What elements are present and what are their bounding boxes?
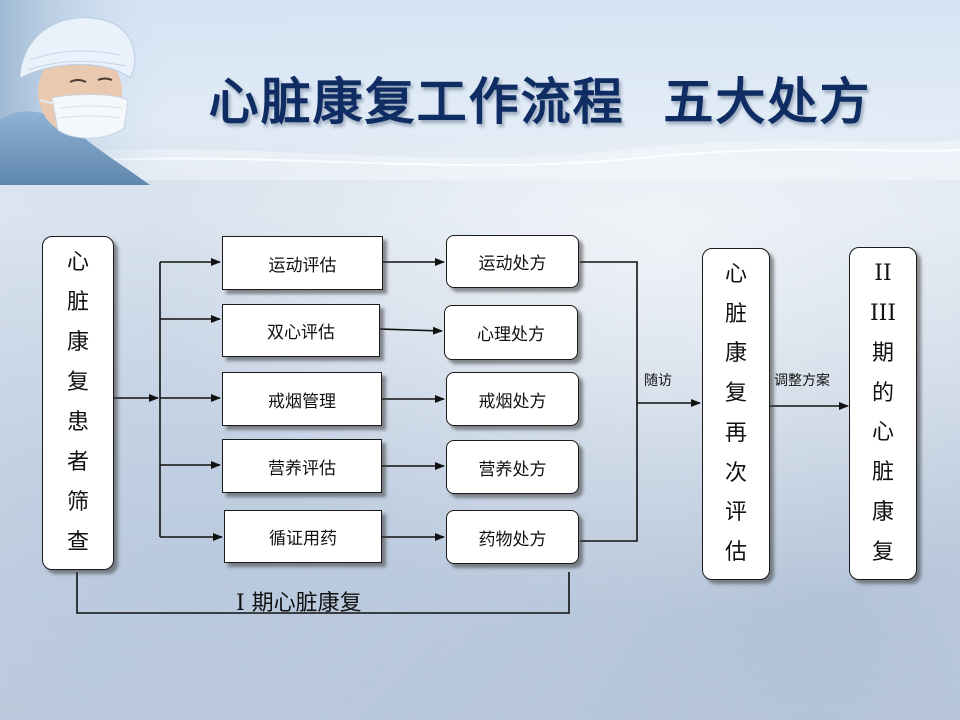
screening-char: 脏 <box>66 290 89 315</box>
assessment-box-smoking: 戒烟管理 <box>222 372 382 426</box>
prescription-label: 心理处方 <box>477 325 545 345</box>
reassessment-char: 评 <box>724 500 747 526</box>
banner-wave <box>0 140 960 180</box>
screening-char: 康 <box>66 330 89 355</box>
followup-label: 随访 <box>644 373 672 389</box>
assessment-label: 运动评估 <box>268 255 337 276</box>
reassessment-char: 次 <box>724 460 747 486</box>
reassessment-char: 心 <box>724 261 747 287</box>
assessment-label: 戒烟管理 <box>268 391 336 412</box>
phase23-char: III <box>869 300 897 326</box>
screening-box: 心 脏 康 复 患 者 筛 查 <box>42 236 114 570</box>
reassessment-char: 再 <box>724 420 747 446</box>
prescription-label: 营养处方 <box>478 459 547 480</box>
page-title: 心脏康复工作流程 五大处方 <box>208 73 872 131</box>
prescription-label: 戒烟处方 <box>478 391 547 412</box>
phase23-char: II <box>874 260 892 286</box>
prescription-box-psycho: 心理处方 <box>444 305 578 360</box>
reassessment-box: 心 脏 康 复 再 次 评 估 <box>702 248 770 580</box>
prescription-label: 运动处方 <box>478 254 547 274</box>
assessment-label: 双心评估 <box>267 323 335 343</box>
surgeon-photo <box>0 0 170 185</box>
reassessment-char: 康 <box>724 341 747 367</box>
phase23-char: 脏 <box>871 460 894 486</box>
phase23-char: 复 <box>871 540 894 566</box>
phase23-box: II III 期 的 心 脏 康 复 <box>849 247 917 580</box>
prescription-box-nutrition: 营养处方 <box>446 440 579 494</box>
assessment-box-medication: 循证用药 <box>224 510 382 563</box>
prescription-label: 药物处方 <box>478 529 547 550</box>
assessment-label: 循证用药 <box>269 529 337 549</box>
screening-char: 复 <box>66 370 89 395</box>
reassessment-char: 复 <box>724 381 747 407</box>
phase23-char: 的 <box>871 380 894 406</box>
assessment-box-exercise: 运动评估 <box>222 236 383 290</box>
assessment-label: 营养评估 <box>268 458 336 479</box>
phase23-char: 康 <box>871 500 894 526</box>
phase23-char: 心 <box>871 420 894 446</box>
connector-right-trunk <box>580 261 638 542</box>
reassessment-char: 估 <box>724 540 747 566</box>
assessment-box-psycho: 双心评估 <box>222 304 380 357</box>
prescription-box-medication: 药物处方 <box>446 510 579 564</box>
screening-char: 筛 <box>66 490 89 515</box>
screening-char: 查 <box>66 530 89 555</box>
reassessment-char: 脏 <box>724 301 747 327</box>
phase1-label: I 期心脏康复 <box>236 591 362 616</box>
screening-char: 心 <box>66 250 89 275</box>
prescription-box-smoking: 戒烟处方 <box>446 372 579 426</box>
screening-char: 患 <box>66 410 89 435</box>
prescription-box-exercise: 运动处方 <box>446 235 579 288</box>
screening-char: 者 <box>66 450 89 475</box>
phase23-char: 期 <box>871 340 894 366</box>
assessment-box-nutrition: 营养评估 <box>222 439 382 493</box>
adjust-plan-label: 调整方案 <box>774 373 830 389</box>
connector-assess-presc-2 <box>379 326 443 335</box>
